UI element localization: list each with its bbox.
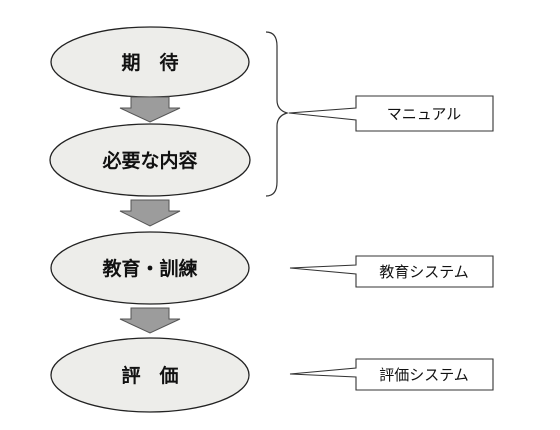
callout-education-system: 教育システム — [289, 255, 494, 288]
step-education-training-oval — [50, 231, 250, 305]
callout-education-system-shape — [289, 255, 494, 288]
step-expectation-label: 期 待 — [121, 51, 178, 74]
callout-education-system-label: 教育システム — [379, 263, 469, 281]
step-expectation: 期 待 — [50, 26, 250, 98]
step-evaluation-oval — [50, 337, 250, 413]
step-education-training: 教育・訓練 — [50, 231, 250, 305]
callout-manual: マニュアル — [288, 95, 494, 132]
curly-brace — [265, 31, 290, 197]
step-evaluation-label: 評 価 — [121, 364, 178, 387]
callout-evaluation-system-label: 評価システム — [379, 366, 469, 384]
step-required-content-label: 必要な内容 — [101, 149, 197, 172]
step-required-content-oval — [49, 123, 251, 197]
step-required-content: 必要な内容 — [49, 123, 251, 197]
down-arrow-2 — [119, 199, 181, 227]
down-arrow-3 — [119, 307, 181, 334]
down-arrow-1 — [119, 96, 181, 123]
callout-manual-label: マニュアル — [387, 105, 462, 123]
step-education-training-label: 教育・訓練 — [102, 257, 197, 280]
callout-manual-shape — [288, 95, 494, 132]
step-evaluation: 評 価 — [50, 337, 250, 413]
callout-evaluation-system-shape — [289, 358, 494, 391]
callout-evaluation-system: 評価システム — [289, 358, 494, 391]
